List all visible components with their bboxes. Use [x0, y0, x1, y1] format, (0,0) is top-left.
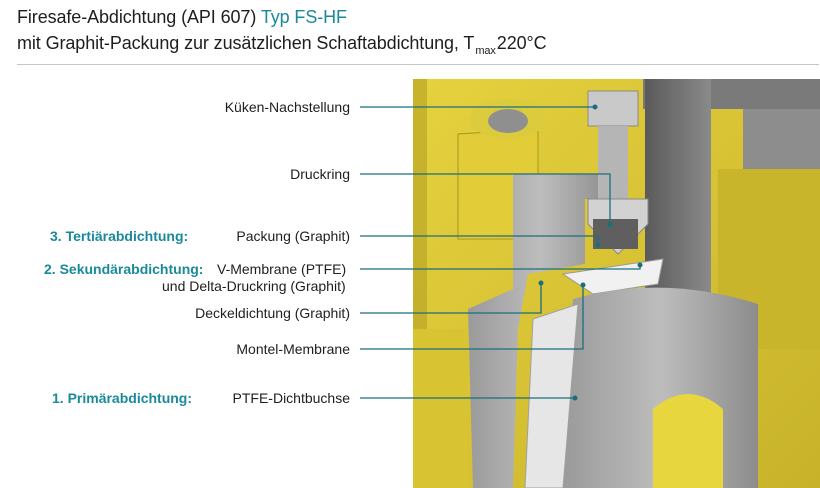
right-bolt-block [743, 109, 820, 169]
leader-dot-vmembrane [637, 262, 643, 268]
stem [645, 79, 711, 329]
header-divider [17, 64, 819, 65]
leader-vmembrane [360, 265, 641, 270]
subtitle-subscript: max [475, 45, 496, 57]
leader-dot-kueken [592, 104, 598, 110]
title-type: Typ FS-HF [260, 7, 347, 27]
leader-montel [360, 285, 584, 350]
subtitle-text: mit Graphit-Packung zur zusätzlichen Sch… [17, 33, 475, 53]
lower-housing [413, 329, 468, 488]
leader-druckring [360, 173, 611, 225]
adjusting-bolt-shaft [598, 126, 628, 201]
leader-packung [360, 235, 599, 245]
valve-cross-section-illustration [413, 79, 820, 488]
title-line-1: Firesafe-Abdichtung (API 607) Typ FS-HF [17, 7, 347, 28]
cover-cross-section [468, 174, 613, 488]
leader-dot-montel [580, 282, 586, 288]
bolt-hole-inner [488, 109, 528, 133]
title-line-2: mit Graphit-Packung zur zusätzlichen Sch… [17, 33, 547, 57]
leader-dot-ptfe [572, 395, 578, 401]
plug-opening [653, 394, 723, 488]
leader-deckel [360, 283, 542, 314]
label-ptfe-dichtbuchse: PTFE-Dichtbuchse [232, 390, 350, 406]
label-deckeldichtung: Deckeldichtung (Graphit) [195, 305, 350, 321]
label-v-membrane: V-Membrane (PTFE) [217, 261, 347, 277]
ptfe-sleeve-shape [524, 303, 579, 488]
label-druckring: Druckring [290, 166, 350, 182]
subtitle-temperature: 220°C [496, 33, 547, 53]
title-main: Firesafe-Abdichtung (API 607) [17, 7, 257, 27]
tier-primaer: 1. Primärabdichtung: [52, 390, 193, 406]
label-montel-membrane: Montel-Membrane [236, 341, 350, 357]
leader-dot-deckel [538, 280, 544, 286]
label-delta-druckring: und Delta-Druckring (Graphit) [162, 278, 346, 294]
tier-tertiaer: 3. Tertiärabdichtung: [50, 228, 189, 244]
leader-dot-druckring [607, 222, 613, 228]
tier-sekundaer: 2. Sekundärabdichtung: [44, 261, 204, 277]
label-kueken-nachstellung: Küken-Nachstellung [224, 99, 350, 115]
leader-dot-packung [595, 242, 601, 248]
graphite-packing [593, 219, 638, 249]
label-packung: Packung (Graphit) [236, 228, 350, 244]
